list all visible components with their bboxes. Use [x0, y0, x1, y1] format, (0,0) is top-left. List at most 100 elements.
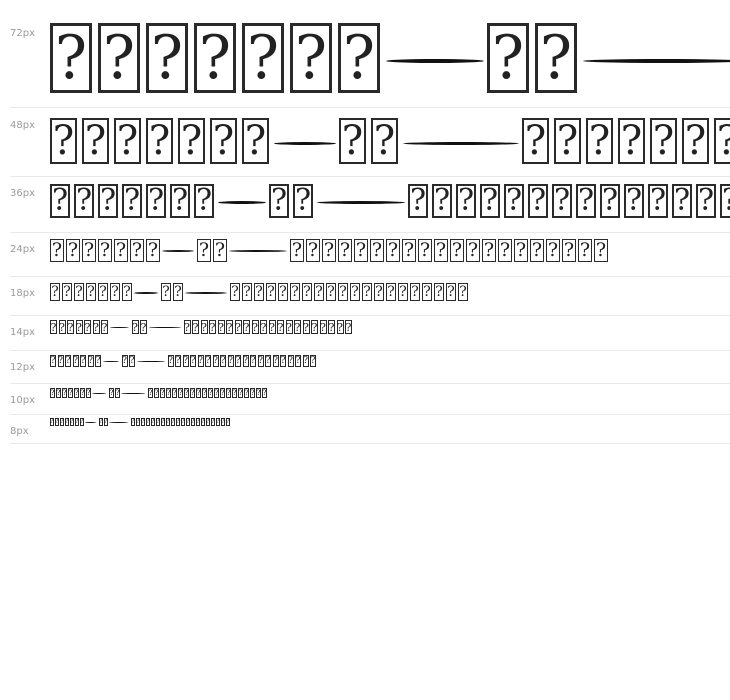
missing-glyph-box: ? [156, 418, 160, 426]
sample-text: ????????????????????????????? [50, 386, 268, 400]
missing-glyph-box: ? [202, 388, 207, 398]
missing-glyph-box: ? [682, 118, 709, 164]
preview-row-12: 12px ????????????????????????????? [10, 351, 730, 384]
missing-glyph-box: ? [213, 238, 227, 262]
missing-glyph-box: ? [167, 355, 174, 367]
missing-glyph-box: ? [84, 320, 91, 334]
missing-glyph-box: ? [234, 320, 242, 334]
missing-glyph-box: ? [74, 388, 79, 398]
em-dash-glyph [148, 327, 181, 328]
missing-glyph-box: ? [336, 320, 344, 334]
missing-glyph-box: ? [354, 238, 368, 262]
missing-glyph-box: ? [175, 355, 181, 367]
missing-glyph-box: ? [386, 238, 400, 262]
missing-glyph-box: ? [220, 355, 226, 367]
missing-glyph-box: ? [302, 320, 310, 334]
missing-glyph-box: ? [522, 118, 549, 164]
missing-glyph-box: ? [50, 283, 60, 301]
missing-glyph-box: ? [176, 418, 180, 426]
missing-glyph-box: ? [74, 183, 94, 218]
missing-glyph-box: ? [294, 320, 301, 334]
missing-glyph-box: ? [624, 183, 644, 218]
missing-glyph-box: ? [192, 320, 199, 334]
missing-glyph-box: ? [194, 183, 214, 218]
missing-glyph-box: ? [594, 238, 608, 262]
missing-glyph-box: ? [50, 238, 64, 262]
missing-glyph-box: ? [65, 418, 69, 426]
missing-glyph-box: ? [256, 388, 261, 398]
missing-glyph-box: ? [86, 283, 96, 301]
missing-glyph-box: ? [65, 355, 71, 367]
missing-glyph-box: ? [552, 183, 572, 218]
em-dash-glyph [85, 422, 96, 423]
missing-glyph-box: ? [211, 418, 215, 426]
missing-glyph-box: ? [68, 388, 73, 398]
preview-row-10: 10px ????????????????????????????? [10, 384, 730, 415]
missing-glyph-box: ? [161, 283, 171, 301]
missing-glyph-box: ? [262, 388, 267, 398]
preview-row-8: 8px ????????????????????????????? [10, 415, 730, 444]
missing-glyph-box: ? [67, 320, 74, 334]
em-dash-glyph [136, 361, 165, 362]
missing-glyph-box: ? [56, 388, 61, 398]
missing-glyph-box: ? [206, 418, 210, 426]
missing-glyph-box: ? [408, 183, 428, 218]
missing-glyph-box: ? [217, 320, 225, 334]
missing-glyph-box: ? [226, 418, 230, 426]
em-dash-glyph [386, 59, 484, 63]
missing-glyph-box: ? [226, 320, 233, 334]
missing-glyph-box: ? [362, 283, 372, 301]
missing-glyph-box: ? [82, 118, 109, 164]
em-dash-glyph [109, 327, 129, 328]
missing-glyph-box: ? [227, 355, 234, 367]
sample-text: ????????????????????????????? [50, 116, 730, 166]
missing-glyph-box: ? [172, 388, 177, 398]
missing-glyph-box: ? [290, 23, 332, 93]
missing-glyph-box: ? [302, 283, 312, 301]
missing-glyph-box: ? [50, 355, 56, 367]
missing-glyph-box: ? [131, 320, 139, 334]
missing-glyph-box: ? [50, 118, 77, 164]
missing-glyph-box: ? [268, 320, 276, 334]
missing-glyph-box: ? [191, 418, 195, 426]
em-dash-glyph [109, 422, 128, 423]
missing-glyph-box: ? [50, 320, 57, 334]
missing-glyph-box: ? [205, 355, 211, 367]
missing-glyph-box: ? [98, 283, 108, 301]
missing-glyph-box: ? [306, 238, 320, 262]
missing-glyph-box: ? [498, 238, 512, 262]
missing-glyph-box: ? [75, 320, 83, 334]
missing-glyph-box: ? [196, 418, 200, 426]
missing-glyph-box: ? [151, 418, 155, 426]
missing-glyph-box: ? [269, 183, 289, 218]
missing-glyph-box: ? [272, 355, 279, 367]
missing-glyph-box: ? [311, 320, 318, 334]
sample-text: ????????????????????????????? [50, 280, 470, 304]
missing-glyph-box: ? [110, 283, 120, 301]
missing-glyph-box: ? [161, 418, 165, 426]
missing-glyph-box: ? [576, 183, 596, 218]
missing-glyph-box: ? [456, 183, 476, 218]
em-dash-glyph [218, 201, 266, 204]
missing-glyph-box: ? [121, 355, 128, 367]
missing-glyph-box: ? [280, 355, 286, 367]
missing-glyph-box: ? [166, 418, 170, 426]
missing-glyph-box: ? [82, 238, 96, 262]
missing-glyph-box: ? [197, 238, 211, 262]
missing-glyph-box: ? [146, 118, 173, 164]
size-label: 10px [10, 395, 35, 406]
missing-glyph-box: ? [200, 320, 208, 334]
missing-glyph-box: ? [250, 388, 255, 398]
missing-glyph-box: ? [546, 238, 560, 262]
missing-glyph-box: ? [171, 418, 175, 426]
missing-glyph-box: ? [402, 238, 416, 262]
missing-glyph-box: ? [80, 388, 85, 398]
missing-glyph-box: ? [160, 388, 165, 398]
missing-glyph-box: ? [50, 23, 92, 93]
missing-glyph-box: ? [122, 283, 132, 301]
missing-glyph-box: ? [720, 184, 730, 218]
missing-glyph-box: ? [514, 238, 528, 262]
missing-glyph-box: ? [446, 283, 456, 301]
missing-glyph-box: ? [562, 238, 576, 262]
missing-glyph-box: ? [250, 355, 256, 367]
